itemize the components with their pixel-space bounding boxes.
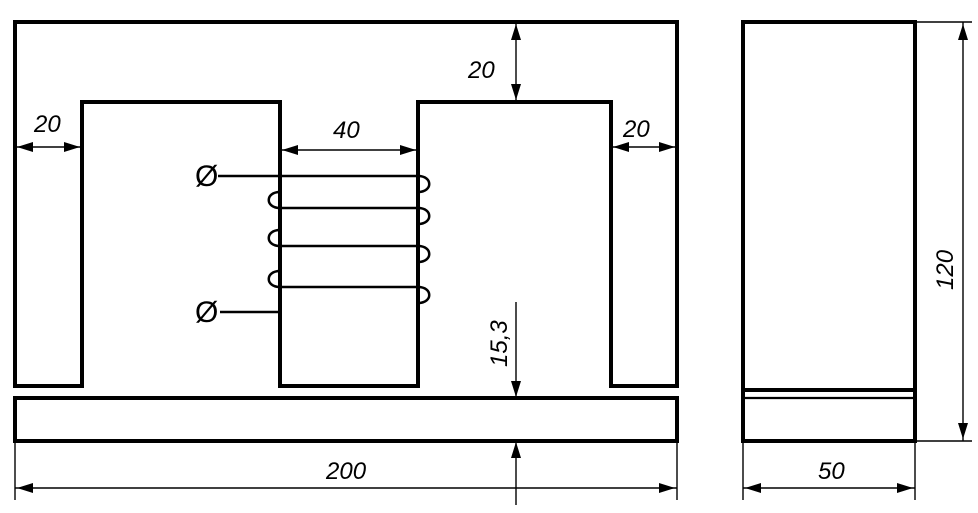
svg-text:20: 20: [622, 116, 650, 143]
dim-overall-width: 200: [14, 441, 678, 500]
dim-side-height: 120: [915, 21, 972, 442]
dim-window-width: 40: [280, 117, 418, 155]
svg-text:200: 200: [325, 458, 367, 485]
svg-text:20: 20: [33, 111, 61, 138]
svg-text:40: 40: [333, 117, 360, 144]
side-view: 120 50: [741, 20, 972, 500]
svg-text:120: 120: [932, 249, 959, 290]
dim-base-height: 15,3: [486, 302, 521, 505]
svg-text:20: 20: [467, 57, 495, 84]
terminal-upper: Ø: [195, 160, 218, 193]
dim-side-depth: 50: [742, 441, 916, 500]
svg-text:50: 50: [818, 458, 845, 485]
svg-text:15,3: 15,3: [486, 320, 513, 367]
side-core-outline: [741, 20, 917, 443]
dim-left-leg: 20: [15, 111, 82, 152]
dim-right-leg: 20: [611, 116, 677, 152]
base-plate: [13, 396, 679, 443]
core-outline: [13, 20, 679, 388]
terminal-lower: Ø: [195, 296, 218, 329]
front-view: Ø Ø 20 20 40 20: [13, 20, 679, 505]
dim-top-yoke: 20: [467, 22, 521, 102]
coil-winding: [218, 174, 431, 314]
